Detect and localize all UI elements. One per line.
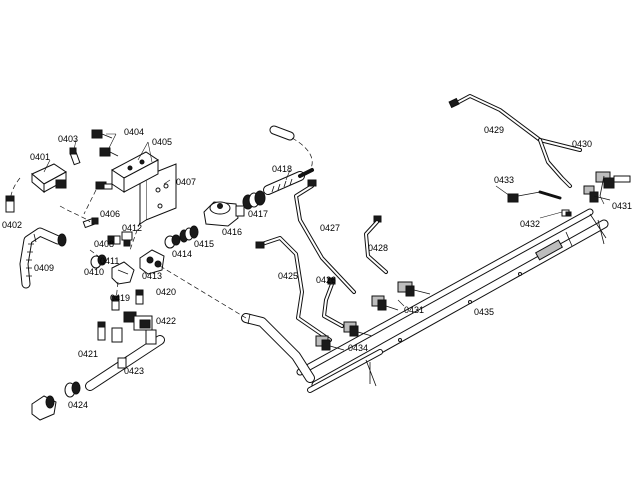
label-0413: 0413	[142, 271, 162, 281]
fitting-0408	[107, 235, 121, 245]
burner-valve-0434	[315, 321, 373, 351]
label-0408: 0408	[94, 239, 114, 249]
burner-valve-0431-upper	[583, 171, 631, 203]
label-0411: 0411	[100, 256, 119, 266]
fitting-0403	[69, 147, 81, 166]
pipe-0428	[364, 215, 388, 274]
label-0414: 0414	[172, 249, 192, 259]
label-0405: 0405	[152, 137, 172, 147]
label-0433: 0433	[494, 175, 514, 185]
part-labels: 0401 0402 0403 0404 0405 0406 0407 0408 …	[2, 125, 632, 410]
label-0417: 0417	[248, 209, 268, 219]
label-0430: 0430	[572, 139, 592, 149]
main-manifold-rail	[296, 208, 609, 393]
label-0431-upper: 0431	[612, 201, 632, 211]
fitting-0414	[164, 234, 181, 249]
mounting-bracket-0407	[139, 163, 177, 225]
flexible-hose-0409	[19, 227, 67, 289]
screws-0404	[91, 129, 119, 157]
valve-block-0405	[95, 151, 159, 193]
label-0423: 0423	[124, 366, 144, 376]
label-0424: 0424	[68, 400, 88, 410]
label-0421: 0421	[78, 349, 98, 359]
jet-fitting-0433	[507, 190, 562, 203]
label-0429: 0429	[484, 125, 504, 135]
label-0426: 0426	[316, 275, 336, 285]
assembly-dashed-lines	[59, 189, 247, 319]
screw-0406	[82, 217, 99, 229]
connector-0402	[5, 195, 15, 213]
fitting-0424	[64, 381, 81, 398]
spring-fitting-0417	[242, 190, 266, 210]
gas-pipe-0418	[263, 125, 314, 195]
distribution-manifold-0423	[85, 327, 165, 391]
pipe-0425	[255, 236, 332, 342]
jet-fitting-0432	[561, 209, 572, 217]
label-0415: 0415	[194, 239, 214, 249]
burner-valve-0431-center	[371, 281, 431, 311]
pipe-0427	[294, 179, 356, 294]
label-0428: 0428	[368, 243, 388, 253]
tee-fitting-0413	[139, 249, 165, 275]
pipe-0429	[448, 94, 582, 152]
label-0404: 0404	[124, 127, 144, 137]
gas-regulator-0416	[203, 201, 245, 227]
label-0427: 0427	[320, 223, 340, 233]
label-0425: 0425	[278, 271, 298, 281]
solenoid-valve-0422	[123, 311, 153, 331]
label-0420: 0420	[156, 287, 176, 297]
elbow-0411	[111, 261, 135, 285]
label-0419: 0419	[110, 293, 130, 303]
label-0416: 0416	[222, 227, 242, 237]
pipe-0426	[322, 277, 344, 328]
label-0410: 0410	[84, 267, 104, 277]
fitting-0421	[97, 321, 106, 341]
label-0401: 0401	[30, 152, 50, 162]
label-0403: 0403	[58, 134, 78, 144]
spring-fitting-0415	[179, 225, 199, 243]
fitting-0420	[135, 289, 144, 305]
leader-lines	[43, 133, 605, 307]
label-0434: 0434	[348, 343, 368, 353]
label-0418: 0418	[272, 164, 292, 174]
gas-inlet-connector-0401	[9, 163, 67, 213]
label-0402: 0402	[2, 220, 22, 230]
label-0431-center: 0431	[404, 305, 424, 315]
end-coupling	[31, 395, 57, 421]
label-0406: 0406	[100, 209, 120, 219]
label-0422: 0422	[156, 316, 176, 326]
inlet-pipe-curved	[241, 313, 315, 383]
label-0409: 0409	[34, 263, 54, 273]
label-0435: 0435	[474, 307, 494, 317]
fitting-0412	[121, 231, 133, 247]
label-0432: 0432	[520, 219, 540, 229]
pipe-0430	[538, 138, 572, 188]
label-0407: 0407	[176, 177, 196, 187]
fitting-0419	[111, 295, 120, 311]
label-0412: 0412	[122, 223, 142, 233]
